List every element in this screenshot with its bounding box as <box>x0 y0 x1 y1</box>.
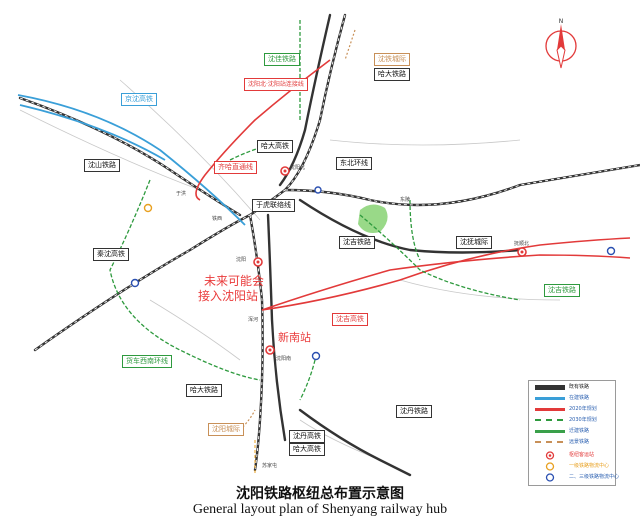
legend-sample-green-dashed <box>535 419 563 421</box>
label-yuhu-line: 于虎联络线 <box>252 199 295 212</box>
station-shenyang-south: 沈阳南 <box>276 356 292 362</box>
station-yuhong: 于洪 <box>176 191 187 197</box>
legend-sample-blue <box>535 397 565 400</box>
background-roads <box>19 79 561 461</box>
label-freight-west-ring: 货车西南环线 <box>122 355 172 368</box>
label-shendan-rail-bottom: 沈丹铁路 <box>396 405 432 418</box>
legend-row-remote: 远景铁路 <box>529 438 615 447</box>
logistics-grade3-north <box>314 186 322 194</box>
station-sujiatun: 苏家屯 <box>262 463 278 469</box>
legend-label: 一级铁路物流中心 <box>569 463 610 469</box>
label-hada-rail-bottom: 哈大铁路 <box>186 384 222 397</box>
legend-row-plan-2020: 2020年规划 <box>529 405 615 414</box>
park-area <box>358 204 388 233</box>
legend-logistics-grade3-icon <box>545 473 555 482</box>
station-fushun-north: 抚顺北 <box>514 241 530 247</box>
station-hunhe: 浑河 <box>248 317 259 323</box>
legend-hub-station-icon <box>545 451 555 460</box>
label-hada-gaotie-bottom: 哈大高铁 <box>289 443 325 456</box>
label-shendan-rail: 沈吉铁路 <box>544 284 580 297</box>
legend-row-relocated: 迁建铁路 <box>529 427 615 436</box>
note-future-1: 未来可能会 <box>204 274 265 288</box>
legend-label: 枢纽客运站 <box>569 452 595 458</box>
plan-2020-railways <box>195 59 631 311</box>
logistics-center-west <box>143 203 153 213</box>
legend-row-hub-station: 枢纽客运站 <box>529 451 615 460</box>
logistics-grade3-south <box>311 351 321 361</box>
station-shenyang: 沈阳 <box>236 257 247 263</box>
legend-sample-existing <box>535 385 565 390</box>
label-qishen-gaotie: 京沈高铁 <box>121 93 157 106</box>
logistics-grade3-west <box>130 278 140 288</box>
logistics-grade3-east <box>606 246 616 256</box>
label-shenjia: 沈佳铁路 <box>264 53 300 66</box>
label-dongbei-ring: 东北环线 <box>336 157 372 170</box>
hub-station-dots <box>256 169 524 352</box>
note-xinnan-station: 新南站 <box>278 331 311 344</box>
label-shentie-city: 沈铁城际 <box>374 53 410 66</box>
station-dongling: 东陵 <box>400 197 411 203</box>
logistics-centers <box>130 186 616 361</box>
label-shenji-gaotie: 沈吉高铁 <box>332 313 368 326</box>
map-title-english: General layout plan of Shenyang railway … <box>192 502 448 517</box>
label-shenfu-ring: 沈抚城际 <box>456 236 492 249</box>
map-title-chinese: 沈阳铁路枢纽总布置示意图 <box>236 486 404 502</box>
label-small-note: 沈阳北·沈阳站连接线 <box>244 78 308 91</box>
legend-row-logistics: 一级铁路物流中心 <box>529 462 615 471</box>
note-future-2: 接入沈阳站 <box>198 289 259 303</box>
label-shenyang-city: 沈阳城际 <box>208 423 244 436</box>
north-compass-icon: N <box>545 18 577 69</box>
legend-label: 既有铁路 <box>569 384 590 390</box>
label-shendan-gaotie: 沈丹高铁 <box>289 430 325 443</box>
under-construction-railways <box>17 94 246 226</box>
plan-2030-railways <box>109 19 521 401</box>
legend-label: 远景铁路 <box>569 439 590 445</box>
label-shenda-rail: 沈山铁路 <box>84 159 120 172</box>
station-tiexi: 铁西 <box>212 216 223 222</box>
label-qinshen-gaotie: 秦沈高铁 <box>93 248 129 261</box>
label-qiha-zhitong: 齐哈直通线 <box>214 161 257 174</box>
legend-sample-green <box>535 430 565 433</box>
legend-label: 2020年规划 <box>569 406 597 412</box>
station-shenyang-north: 沈阳北 <box>290 165 306 171</box>
legend-label: 迁建铁路 <box>569 428 590 434</box>
legend-label: 二、三级铁路物流中心 <box>569 474 620 480</box>
svg-text:N: N <box>559 18 564 25</box>
legend-row-logistics-grade3: 二、三级铁路物流中心 <box>529 473 619 482</box>
map-legend: 既有铁路 在建铁路 2020年规划 2030年规划 迁建铁路 远景铁路 枢纽客运… <box>528 380 619 486</box>
label-hada-gaotie: 哈大高铁 <box>257 140 293 153</box>
label-shenji-rail: 沈吉铁路 <box>339 236 375 249</box>
remote-railways <box>239 29 356 431</box>
legend-label: 在建铁路 <box>569 395 590 401</box>
legend-row-under-construction: 在建铁路 <box>529 394 615 403</box>
legend-row-plan-2030: 2030年规划 <box>529 416 615 425</box>
label-hada-rail-top: 哈大铁路 <box>374 68 410 81</box>
legend-label: 2030年规划 <box>569 417 597 423</box>
legend-sample-red <box>535 408 565 411</box>
legend-logistics-icon <box>545 462 555 471</box>
legend-sample-tan <box>535 441 563 443</box>
legend-row-existing: 既有铁路 <box>529 383 615 392</box>
